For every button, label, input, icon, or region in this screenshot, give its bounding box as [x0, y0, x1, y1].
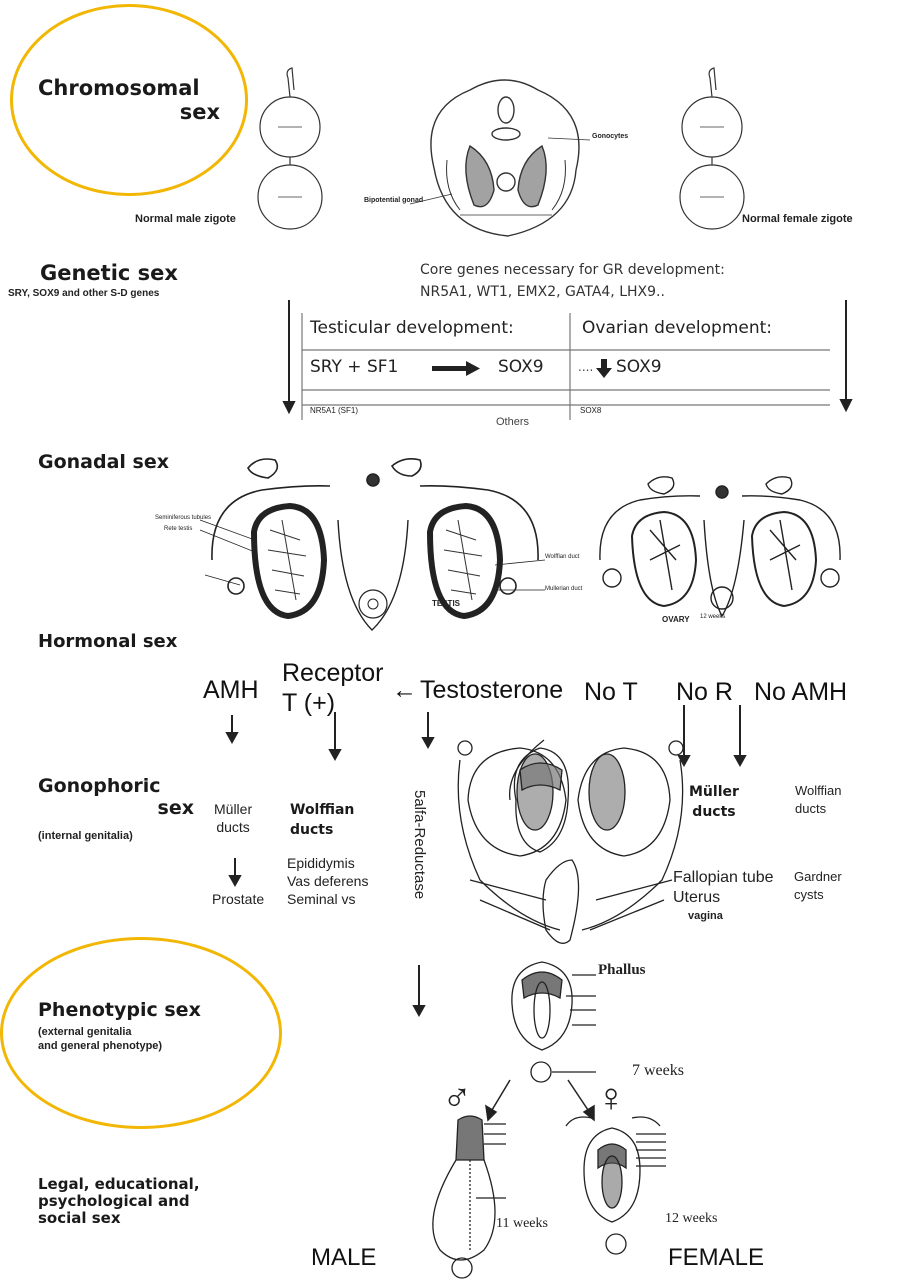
female-muller-ducts-label: Müller ducts — [689, 782, 739, 822]
wolffian-ducts-label: Wolffian ducts — [290, 800, 354, 840]
differentiation-arrows — [486, 1080, 594, 1120]
eleven-weeks-label: 11 weeks — [496, 1216, 548, 1232]
core-genes-line1: Core genes necessary for GR development: — [420, 262, 725, 278]
testicular-development-header: Testicular development: — [310, 318, 514, 338]
normal-male-zigote-label: Normal male zigote — [135, 213, 236, 225]
testosterone-label: Testosterone — [420, 676, 563, 705]
testis-tubules-pattern — [268, 520, 482, 600]
others-label: Others — [496, 416, 529, 428]
internal-genitalia-drawing — [458, 741, 683, 943]
female-external-genitalia-drawing — [566, 1117, 666, 1254]
bipotential-gonad-label: Bipotential gonad — [364, 197, 423, 204]
phallus-label: Phallus — [598, 962, 646, 979]
ovarian-formula-sox9: SOX9 — [616, 357, 662, 377]
wolffian-derivatives-list: Epididymis Vas deferens Seminal vs — [287, 854, 368, 908]
ovarian-down-arrow — [596, 359, 612, 378]
no-r-label: No R — [676, 678, 733, 707]
ovarian-formula-prefix: .... — [578, 360, 593, 374]
testicular-formula-right: SOX9 — [498, 357, 544, 377]
normal-female-zigote-label: Normal female zigote — [742, 213, 853, 225]
testis-label: TESTIS — [432, 599, 460, 608]
vagina-label: vagina — [688, 910, 723, 922]
seven-weeks-label: 7 weeks — [632, 1062, 684, 1080]
fallopian-tube-label: Fallopian tube — [673, 869, 774, 887]
left-arrow: ← — [392, 676, 417, 705]
ovary-weeks-label: 12 weeks — [700, 614, 725, 620]
embryo-cross-section-drawing — [410, 80, 590, 236]
genetic-side-arrows — [284, 300, 851, 412]
receptor-label: Receptor T (+) — [282, 658, 383, 718]
ovary-gonad-drawing — [600, 477, 840, 616]
core-genes-line2: NR5A1, WT1, EMX2, GATA4, LHX9.. — [420, 284, 665, 300]
wolffian-duct-label: Wolffian duct — [545, 554, 579, 560]
prostate-label: Prostate — [212, 890, 264, 908]
seminiferous-tubules-label: Seminiferous tubules — [155, 515, 211, 521]
ovary-label: OVARY — [662, 615, 690, 624]
testicular-formula-left: SRY + SF1 — [310, 357, 398, 377]
sry-to-sox9-arrow — [432, 361, 480, 376]
uterus-label: Uterus — [673, 889, 720, 907]
gonocytes-label: Gonocytes — [592, 133, 628, 140]
male-zigote-drawing — [258, 68, 322, 229]
male-external-genitalia-drawing — [433, 1116, 506, 1278]
nr5a1-foot-label: NR5A1 (SF1) — [310, 406, 358, 415]
no-t-label: No T — [584, 678, 638, 707]
mullerian-duct-label: Mullerian duct — [545, 586, 582, 592]
indifferent-genital-tubercle — [512, 962, 596, 1082]
5alfa-reductase-label: 5alfa-Reductase — [410, 790, 428, 899]
testis-gonad-drawing — [200, 459, 545, 630]
ovarian-development-header: Ovarian development: — [582, 318, 772, 338]
sox8-foot-label: SOX8 — [580, 406, 601, 415]
twelve-weeks-label: 12 weeks — [665, 1211, 718, 1227]
male-symbol: ♂ — [442, 1078, 472, 1118]
female-wolffian-ducts-label: Wolffian ducts — [795, 782, 842, 818]
female-symbol: ♀ — [596, 1078, 626, 1118]
no-amh-label: No AMH — [754, 678, 847, 707]
male-outcome-label: MALE — [311, 1244, 376, 1272]
muller-ducts-label: Müller ducts — [214, 800, 252, 836]
female-outcome-label: FEMALE — [668, 1244, 764, 1272]
rete-testis-label: Rete testis — [164, 526, 192, 532]
gardner-cysts-label: Gardner cysts — [794, 868, 842, 904]
amh-label: AMH — [203, 676, 259, 705]
female-zigote-drawing — [680, 68, 744, 229]
